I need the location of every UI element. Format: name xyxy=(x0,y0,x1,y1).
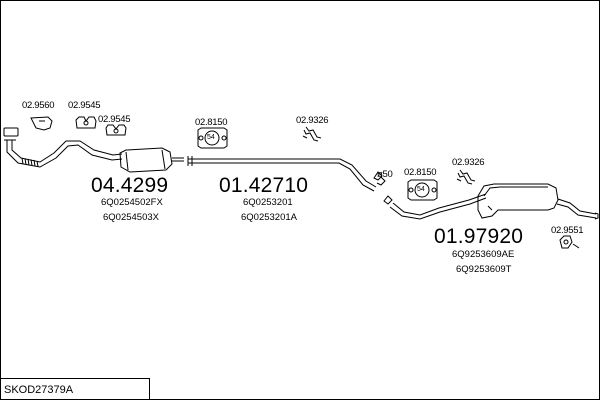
gasket-icon xyxy=(30,116,53,131)
hanger-number-center: 54 xyxy=(207,134,215,141)
ref-hanger-tail: 02.9551 xyxy=(551,225,584,236)
hanger-ring-icon xyxy=(407,179,438,201)
oem-rear-1: 6Q9253609AE xyxy=(452,249,515,260)
oem-middle-2: 6Q0253201A xyxy=(241,212,297,223)
ref-pipe-diameter: ø50 xyxy=(377,169,393,180)
part-number-front: 04.4299 xyxy=(91,174,169,197)
oem-rear-2: 6Q9253609T xyxy=(456,264,512,275)
oem-middle-1: 6Q0253201 xyxy=(243,197,293,208)
ref-clamp-front-a: 02.9545 xyxy=(68,100,101,111)
ref-clamp-front-b: 02.9545 xyxy=(98,114,131,125)
hanger-ring-icon xyxy=(197,127,228,149)
part-number-rear: 01.97920 xyxy=(434,225,524,248)
clamp-icon xyxy=(75,116,97,129)
rear-pipe xyxy=(383,193,487,220)
part-number-middle: 01.42710 xyxy=(219,174,309,197)
footer-code: SKOD27379A xyxy=(4,384,74,396)
ref-clip-rear: 02.9326 xyxy=(452,157,485,168)
oem-front-2: 6Q0254503X xyxy=(103,212,159,223)
ref-bracket-front: 02.9560 xyxy=(22,100,55,111)
tail-pipe xyxy=(556,198,599,220)
flange-bracket-icon xyxy=(3,127,19,137)
pipe-clip-icon xyxy=(456,169,476,185)
clamp-icon xyxy=(105,124,127,136)
oem-front-1: 6Q0254502FX xyxy=(101,197,163,208)
catalytic-converter xyxy=(119,147,184,173)
rear-muffler xyxy=(477,183,559,219)
footer-code-box: SKOD27379A xyxy=(0,378,150,400)
hanger-number-rear: 54 xyxy=(417,186,425,193)
ref-clip-center: 02.9326 xyxy=(296,115,329,126)
ref-hanger-rear: 02.8150 xyxy=(404,167,437,178)
front-pipe xyxy=(4,139,123,168)
rubber-hanger-icon xyxy=(559,235,580,249)
pipe-clip-icon xyxy=(302,126,322,142)
ref-hanger-center: 02.8150 xyxy=(195,117,228,128)
middle-pipe xyxy=(187,156,386,192)
